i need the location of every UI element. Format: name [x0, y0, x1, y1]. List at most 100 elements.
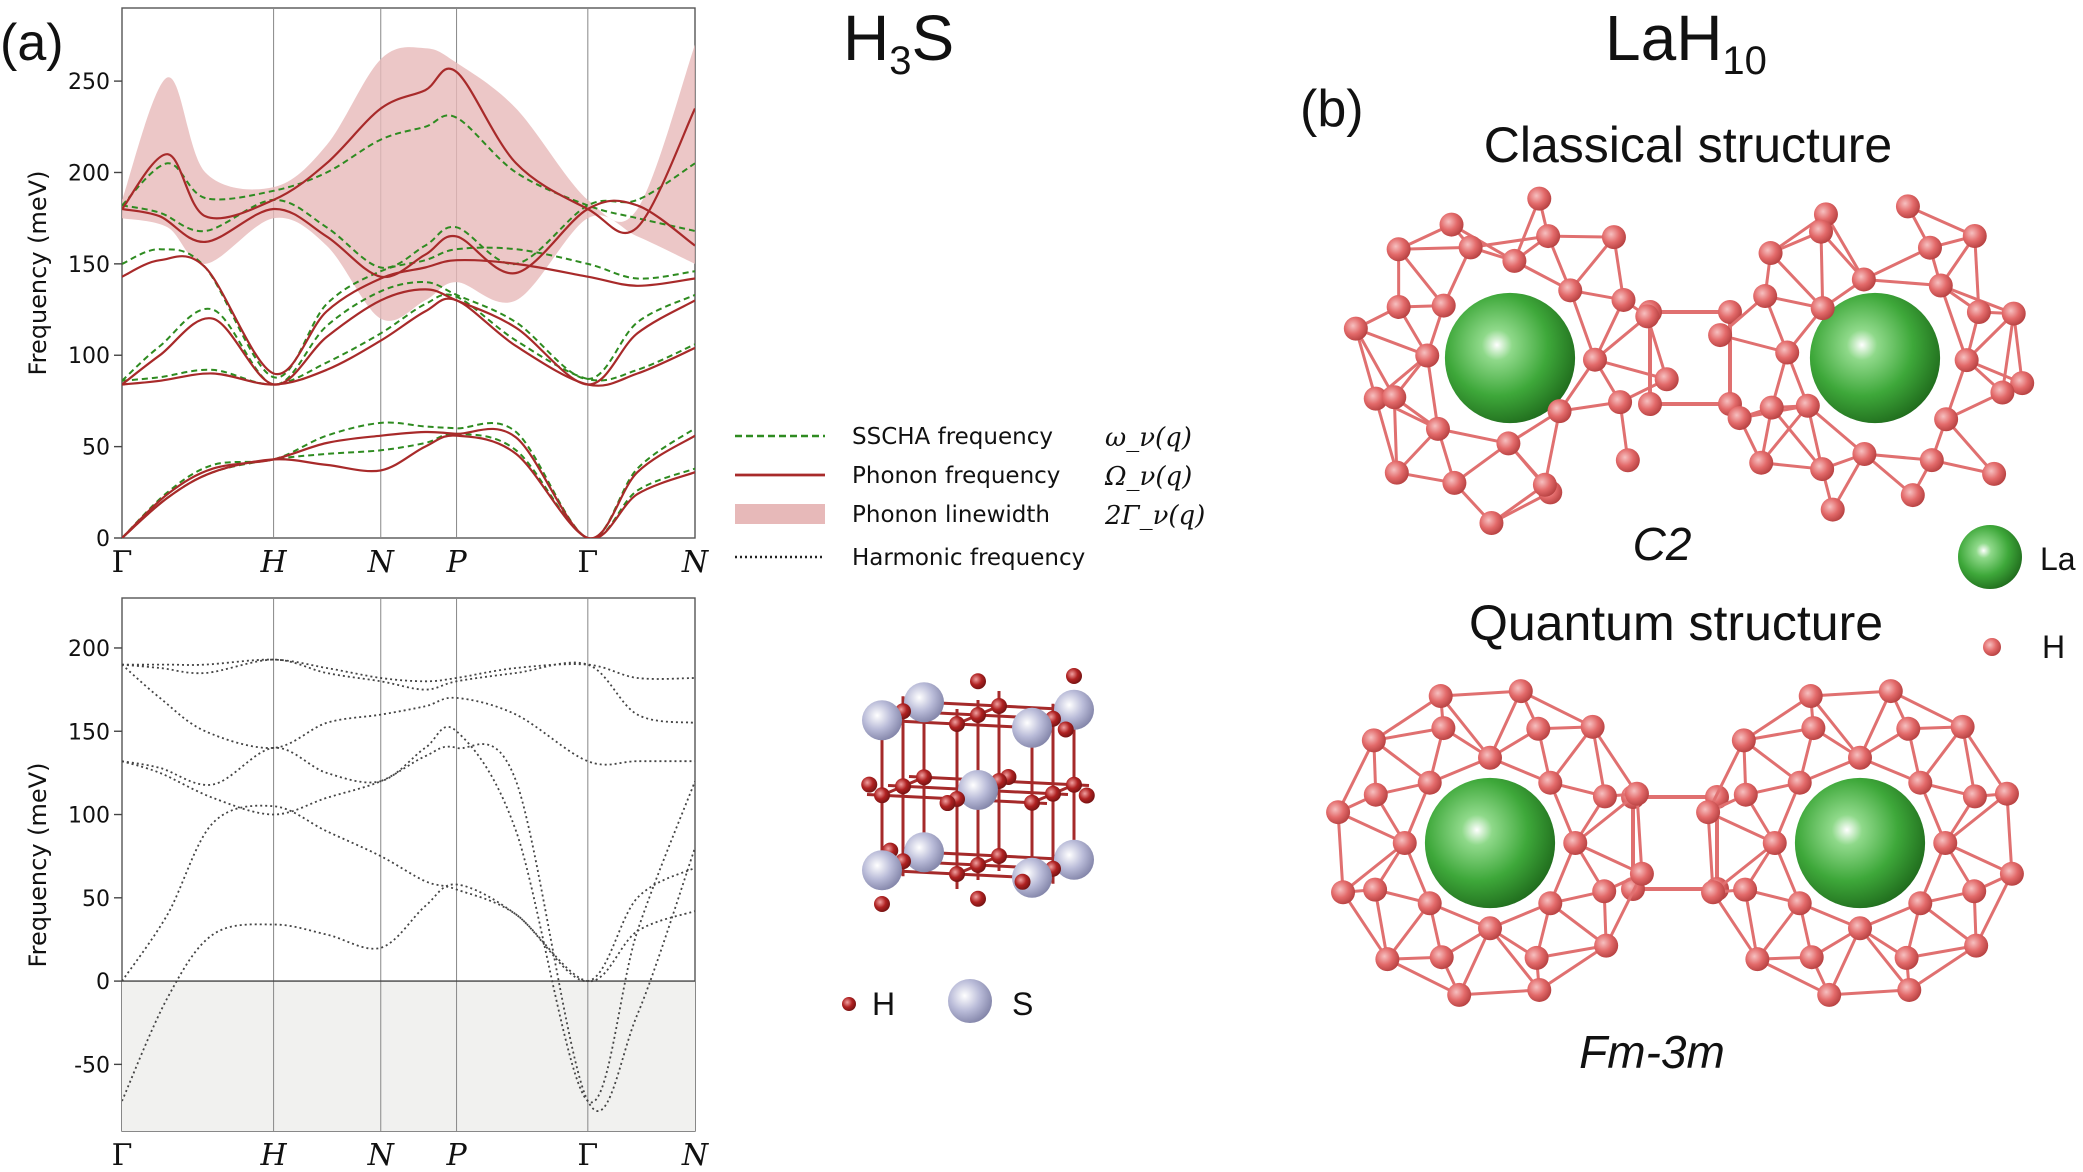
x-tick-label: Γ	[577, 1138, 598, 1172]
x-tick-label: N	[367, 1138, 396, 1172]
h-h-bond	[1470, 234, 1549, 249]
lah-h-atom	[1934, 407, 1959, 432]
h-atom	[970, 890, 986, 907]
lah-h-atom	[1532, 472, 1557, 497]
lah-h-atom	[1900, 483, 1925, 508]
frequency-legend: SSCHA frequency ω_ν(q) Phonon frequency …	[735, 423, 1205, 571]
lah-h-atom	[1601, 225, 1626, 250]
h-h-bond	[1574, 841, 1643, 876]
lah-h-atom	[1919, 448, 1944, 473]
lah-h-atom	[1386, 294, 1411, 319]
lah-h-atom	[1447, 982, 1472, 1007]
lah-h-atom	[1331, 880, 1356, 905]
h-h-bond	[1863, 246, 1931, 281]
lah-h-atom	[1727, 406, 1752, 431]
h-h-bond	[1770, 406, 1824, 471]
lah-h-atom	[1787, 770, 1812, 795]
y-tick-label: 0	[96, 970, 110, 995]
lah-h-atom	[1538, 770, 1563, 795]
lah-h-atom	[1386, 237, 1411, 262]
lah-h-atom	[1428, 684, 1453, 709]
lah-h-atom	[1950, 714, 1975, 739]
x-tick-label: Γ	[577, 545, 598, 580]
lah-h-atom	[1343, 316, 1368, 341]
h-h-bond	[1355, 327, 1428, 357]
h3s-legend-s: S	[1012, 986, 1033, 1022]
lah-h-atom	[1817, 982, 1842, 1007]
h-h-bond	[1809, 695, 1862, 759]
quantum-lah10-structure	[1326, 679, 2024, 1007]
s-atom	[1054, 689, 1094, 730]
phonon-band	[122, 288, 695, 386]
x-tick-label: N	[681, 545, 710, 580]
la-atom	[1809, 292, 1941, 424]
legend-math-sscha: ω_ν(q)	[1105, 423, 1192, 453]
lah-h-atom	[1775, 340, 1800, 365]
y-tick-label: -50	[74, 1053, 110, 1078]
phonon-band	[122, 434, 695, 538]
h-h-bond	[1769, 252, 1824, 310]
h-h-bond	[1341, 891, 1389, 960]
h-h-bond	[2000, 313, 2016, 393]
sscha-band	[122, 162, 695, 269]
x-tick-label: H	[260, 545, 288, 580]
lah-h-atom	[1708, 323, 1733, 348]
y-tick-label: 150	[68, 720, 110, 745]
lah-h-atom	[1990, 380, 2015, 405]
h-h-bond	[1342, 841, 1406, 894]
lah-h-atom	[1417, 891, 1442, 916]
h3s-legend-h: H	[872, 986, 895, 1022]
legend-label-linewidth: Phonon linewidth	[852, 502, 1050, 528]
legend-label-harmonic: Harmonic frequency	[852, 545, 1085, 571]
lah-h-atom	[1718, 300, 1742, 324]
h-h-bond	[1858, 927, 1911, 991]
lah-h-atom	[1496, 431, 1521, 456]
h-atom	[970, 673, 986, 690]
lah-h-atom	[1417, 770, 1442, 795]
h-atom-icon	[842, 997, 856, 1011]
lah-h-atom	[1439, 212, 1464, 237]
h-h-bond	[1543, 410, 1562, 486]
lah-h-atom	[2001, 301, 2026, 326]
h-h-bond	[1354, 328, 1378, 400]
bottom-y-axis-label: Frequency (meV)	[24, 763, 52, 968]
la-atom	[1444, 292, 1576, 424]
lah-h-atom	[1558, 278, 1583, 303]
h-atom	[1066, 776, 1082, 793]
h-h-bond	[1386, 957, 1460, 997]
panel-label-b: (b)	[1300, 80, 1364, 138]
x-tick-label: H	[260, 1138, 288, 1172]
lah-h-atom	[1962, 879, 1987, 904]
lah-h-atom	[1982, 461, 2007, 486]
h-h-bond	[1939, 285, 1969, 361]
legend-math-phonon: Ω_ν(q)	[1104, 462, 1192, 492]
h-h-bond	[1336, 739, 1376, 813]
lah-h-atom	[1638, 392, 1662, 416]
s-atom	[904, 682, 944, 723]
lah-h-atom	[1733, 877, 1758, 902]
phonon-band	[122, 67, 695, 235]
h-h-bond	[1863, 277, 1941, 288]
h-h-bond	[1574, 792, 1638, 845]
h-atom	[861, 776, 878, 793]
h-h-bond	[1890, 689, 1964, 729]
y-tick-label: 0	[96, 527, 110, 552]
h-h-bond	[1810, 689, 1891, 698]
h-atom	[916, 769, 932, 786]
h-atom	[970, 707, 986, 723]
lah-h-atom	[1429, 945, 1454, 970]
lah-h-atom	[1852, 442, 1877, 467]
lah-h-atom	[1994, 781, 2019, 806]
lah-h-atom	[1966, 300, 1991, 325]
s-atom-icon	[948, 979, 992, 1023]
x-tick-label: N	[681, 1138, 710, 1172]
lah-h-atom	[1759, 395, 1784, 420]
lah-h-atom	[1425, 416, 1450, 441]
h-atom	[991, 848, 1007, 864]
harmonic-band	[122, 658, 695, 724]
h-h-bond	[1827, 927, 1862, 996]
h-h-bond	[1594, 358, 1668, 381]
